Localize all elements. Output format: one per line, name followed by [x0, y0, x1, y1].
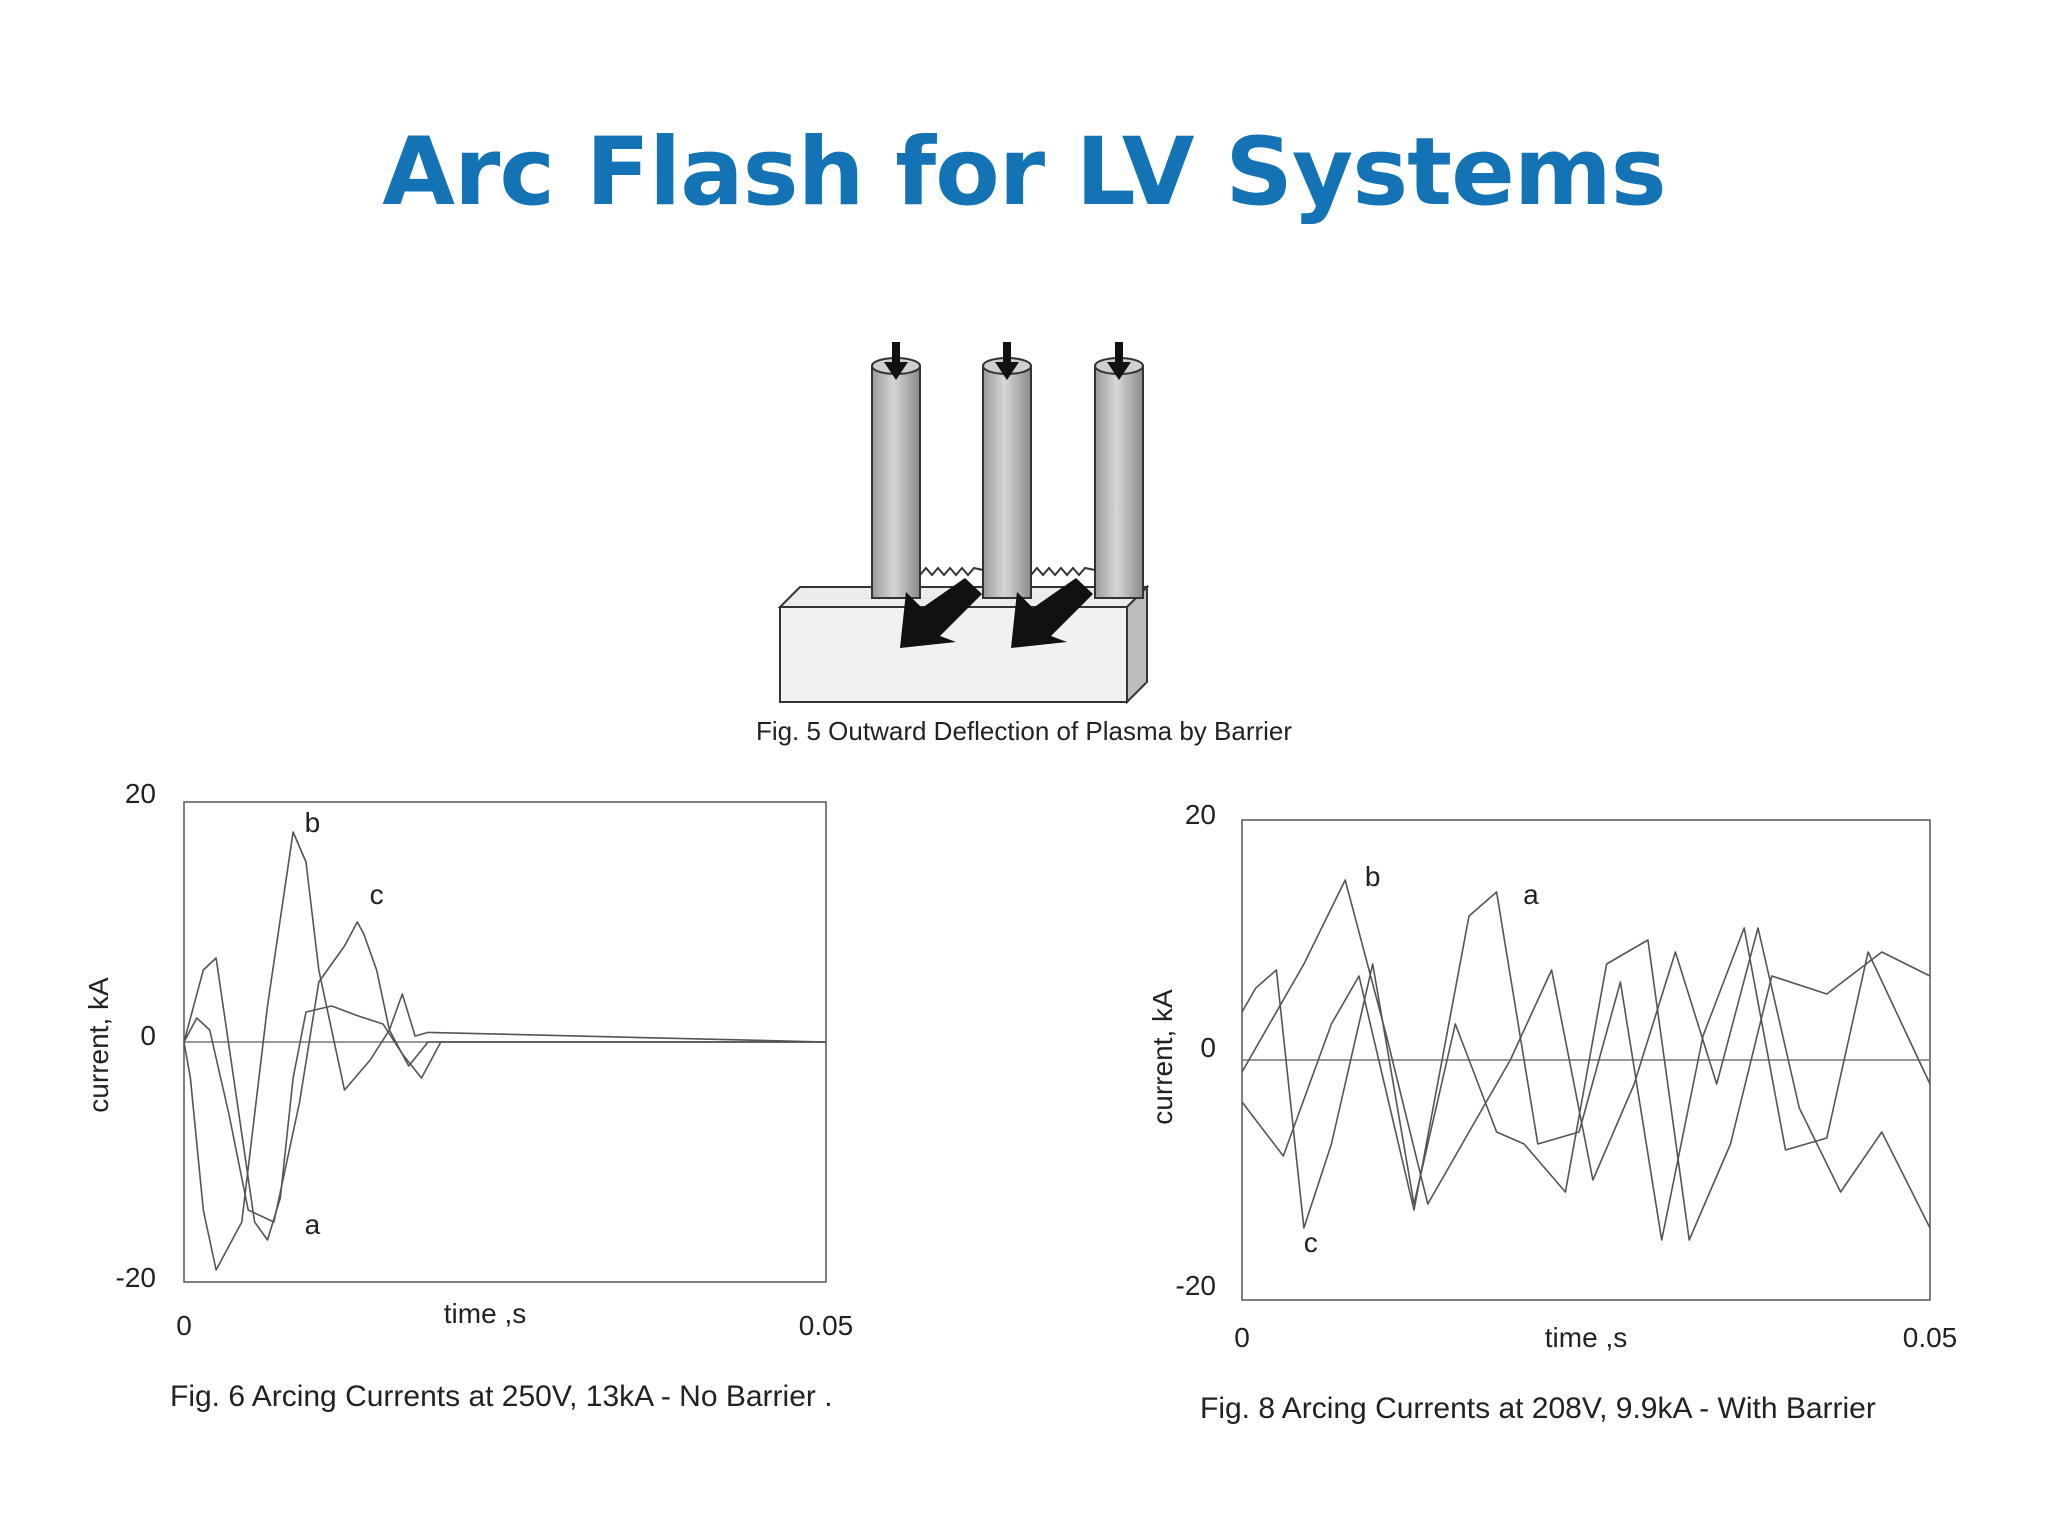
fig5-caption: Fig. 5 Outward Deflection of Plasma by B… — [755, 716, 1293, 746]
down-arrows — [884, 342, 1131, 380]
xtick-end: 0.05 — [1903, 1322, 1958, 1353]
ytick-0: 0 — [1200, 1032, 1216, 1063]
fig6-caption: Fig. 6 Arcing Currents at 250V, 13kA - N… — [170, 1380, 833, 1413]
chart-fig8: 20 0 -20 0 0.05 time ,s current, kA b a c — [1147, 799, 1958, 1353]
barrier-block — [777, 584, 1150, 705]
chart-fig6: 20 0 -20 0 0.05 time ,s current, kA b c a — [83, 778, 854, 1341]
ytick-neg20: -20 — [116, 1262, 156, 1293]
slide-title: Arc Flash for LV Systems — [382, 118, 1667, 227]
arc-zigzags — [919, 566, 1096, 577]
conductor-cylinders — [871, 357, 1144, 599]
xtick-end: 0.05 — [799, 1310, 854, 1341]
ytick-neg20: -20 — [1176, 1270, 1216, 1301]
ytick-20: 20 — [1185, 799, 1216, 830]
series-a-line — [1241, 891, 1931, 1241]
xtick-0: 0 — [1234, 1322, 1250, 1353]
y-axis-label: current, kA — [1147, 989, 1178, 1125]
series-label-b: b — [305, 807, 321, 838]
series-label-c: c — [370, 879, 384, 910]
x-axis-label: time ,s — [444, 1298, 526, 1329]
series-a-line — [183, 957, 826, 1241]
series-label-a: a — [305, 1209, 321, 1240]
series-label-b: b — [1365, 861, 1381, 892]
y-axis-label: current, kA — [83, 977, 114, 1113]
deflection-arrows — [900, 578, 1093, 648]
xtick-0: 0 — [176, 1310, 192, 1341]
fig5-diagram — [777, 342, 1150, 705]
ytick-0: 0 — [140, 1020, 156, 1051]
x-axis-label: time ,s — [1545, 1322, 1627, 1353]
series-label-a: a — [1523, 879, 1539, 910]
series-label-c: c — [1304, 1227, 1318, 1258]
series-b-line — [1241, 879, 1931, 1229]
series-c-line — [183, 921, 827, 1223]
ytick-20: 20 — [125, 778, 156, 809]
series-b-line — [183, 831, 826, 1271]
fig8-caption: Fig. 8 Arcing Currents at 208V, 9.9kA - … — [1200, 1392, 1876, 1425]
series-c-line — [1241, 939, 1931, 1241]
